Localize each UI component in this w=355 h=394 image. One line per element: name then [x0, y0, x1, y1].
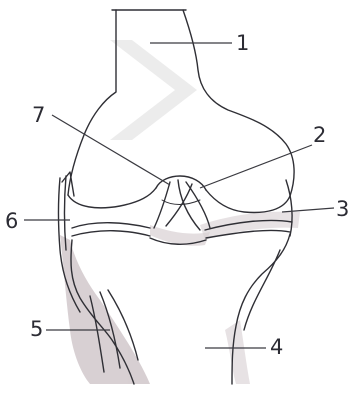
watermark-chevron — [110, 40, 197, 140]
label-1: 1 — [236, 31, 249, 55]
label-5: 5 — [30, 317, 43, 341]
label-7: 7 — [32, 103, 45, 127]
label-2: 2 — [313, 123, 326, 147]
pencil-shading — [60, 212, 300, 384]
label-3: 3 — [336, 197, 349, 221]
label-4: 4 — [270, 335, 283, 359]
label-6: 6 — [5, 209, 18, 233]
femur-outline — [68, 10, 294, 212]
